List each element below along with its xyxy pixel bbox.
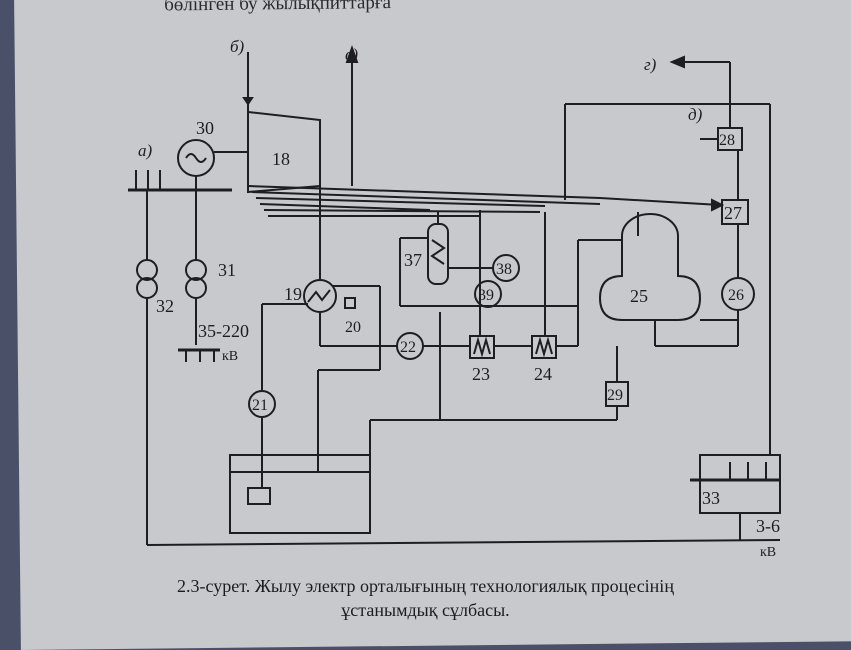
label-18: 18 xyxy=(272,149,290,169)
voltage-lv-unit: кВ xyxy=(760,545,776,560)
figure-caption-line1: 2.3-сурет. Жылу электр орталығының техно… xyxy=(177,576,674,596)
label-23: 23 xyxy=(472,364,490,384)
label-32: 32 xyxy=(156,296,174,316)
label-37: 37 xyxy=(404,250,422,270)
stream-v-label: в) xyxy=(345,45,358,64)
label-30: 30 xyxy=(196,118,214,138)
label-21: 21 xyxy=(252,397,268,414)
label-38: 38 xyxy=(496,261,512,278)
label-31: 31 xyxy=(218,260,236,280)
figure-caption-line2: ұстанымдық сұлбасы. xyxy=(341,600,510,620)
voltage-hv: 35-220 xyxy=(198,321,249,341)
stream-a-label: а) xyxy=(138,141,153,160)
label-20: 20 xyxy=(345,319,361,336)
label-29: 29 xyxy=(607,387,623,404)
label-33: 33 xyxy=(702,488,720,508)
stream-g-label: г) xyxy=(644,55,657,74)
label-26: 26 xyxy=(728,287,744,304)
label-19: 19 xyxy=(284,284,302,304)
voltage-lv: 3-6 xyxy=(756,516,780,536)
label-25: 25 xyxy=(630,286,648,306)
label-27: 27 xyxy=(724,203,742,223)
stream-d-label: д) xyxy=(688,105,703,124)
voltage-hv-unit: кВ xyxy=(222,349,238,364)
label-39: 39 xyxy=(478,287,494,304)
label-28: 28 xyxy=(719,132,735,149)
label-22: 22 xyxy=(400,339,416,356)
label-24: 24 xyxy=(534,364,552,384)
stream-b-label: б) xyxy=(230,37,245,56)
